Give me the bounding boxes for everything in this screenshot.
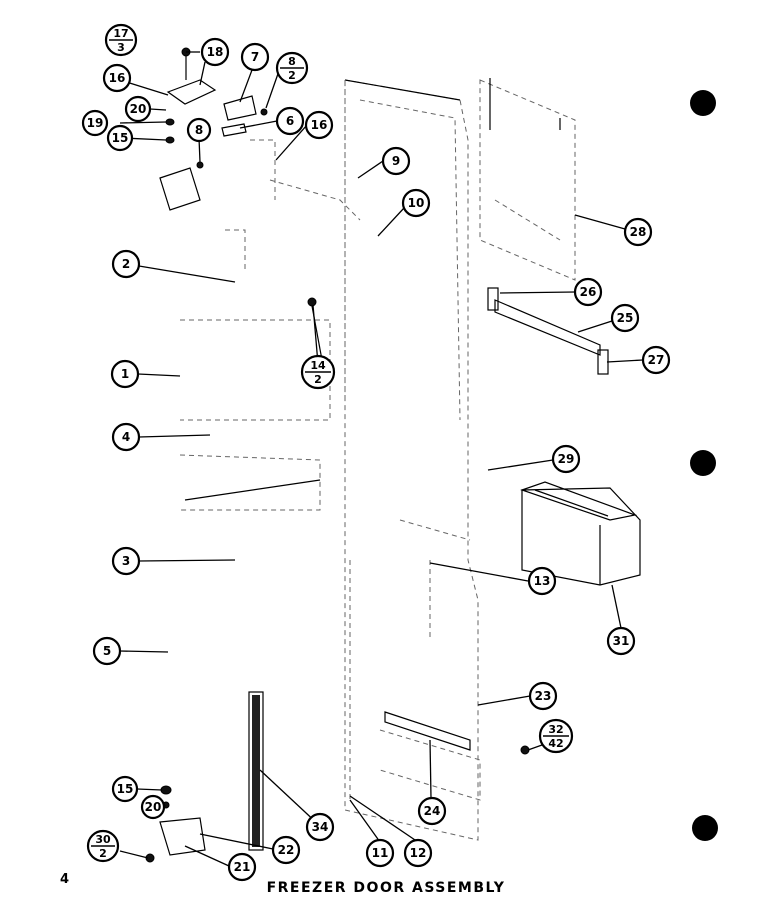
- svg-text:7: 7: [251, 50, 259, 64]
- callout-26: 26: [573, 277, 603, 307]
- top-hinge: [159, 47, 268, 211]
- svg-text:17: 17: [113, 27, 128, 40]
- callout-29: 29: [551, 444, 581, 474]
- svg-text:34: 34: [312, 820, 329, 834]
- svg-text:16: 16: [109, 71, 126, 85]
- svg-text:30: 30: [95, 833, 111, 846]
- svg-text:2: 2: [122, 257, 130, 271]
- svg-text:20: 20: [130, 102, 147, 116]
- svg-text:24: 24: [424, 804, 441, 818]
- callout-18: 18: [200, 37, 230, 67]
- callout-10: 10: [401, 188, 431, 218]
- fraction-callout-17-3: 17 3: [104, 23, 138, 57]
- fraction-callout-8-2: 8 2: [275, 51, 309, 85]
- svg-text:3: 3: [117, 41, 125, 54]
- callout-16-right: 16: [304, 110, 334, 140]
- shelf-bar: [487, 287, 609, 375]
- svg-text:2: 2: [314, 373, 322, 386]
- callout-2: 2: [111, 249, 141, 279]
- svg-text:11: 11: [372, 846, 389, 860]
- svg-text:18: 18: [207, 45, 224, 59]
- fraction-callout-32-42: 32 42: [538, 718, 574, 754]
- svg-text:25: 25: [617, 311, 634, 325]
- callout-25: 25: [610, 303, 640, 333]
- lower-panel: [379, 711, 481, 801]
- fraction-callout-30-2: 30 2: [86, 829, 120, 863]
- callout-31: 31: [606, 626, 636, 656]
- punch-hole-bottom: [692, 815, 718, 841]
- svg-text:28: 28: [630, 225, 647, 239]
- svg-text:32: 32: [548, 723, 563, 736]
- callout-13: 13: [527, 566, 557, 596]
- callout-11: 11: [365, 838, 395, 868]
- gasket-strip: [248, 691, 264, 851]
- callout-15-bottom: 15: [111, 775, 139, 803]
- leader-lines: [119, 51, 644, 867]
- svg-text:15: 15: [112, 131, 129, 145]
- callout-12: 12: [403, 838, 433, 868]
- svg-text:10: 10: [408, 196, 425, 210]
- svg-text:27: 27: [648, 353, 665, 367]
- svg-text:3: 3: [122, 554, 130, 568]
- svg-text:22: 22: [278, 843, 295, 857]
- svg-text:9: 9: [392, 154, 400, 168]
- bin: [520, 481, 641, 586]
- svg-text:23: 23: [535, 689, 552, 703]
- callout-21: 21: [227, 852, 257, 882]
- punch-hole-middle: [690, 450, 716, 476]
- callout-9: 9: [381, 146, 411, 176]
- bottom-hinge: [145, 297, 530, 863]
- left-panels: [179, 139, 361, 511]
- door-frame: [344, 79, 479, 841]
- callout-8: 8: [186, 117, 212, 143]
- svg-text:13: 13: [534, 574, 551, 588]
- svg-text:14: 14: [310, 359, 326, 372]
- callout-34: 34: [305, 812, 335, 842]
- svg-text:5: 5: [103, 644, 111, 658]
- callout-15-top: 15: [106, 124, 134, 152]
- diagram-title: FREEZER DOOR ASSEMBLY: [266, 880, 506, 896]
- callout-5: 5: [92, 636, 122, 666]
- svg-text:2: 2: [99, 847, 107, 860]
- svg-text:8: 8: [288, 55, 296, 68]
- svg-text:1: 1: [121, 367, 129, 381]
- svg-text:2: 2: [288, 69, 296, 82]
- fraction-callout-14-2: 14 2: [300, 354, 336, 390]
- callout-24: 24: [417, 796, 447, 826]
- svg-text:26: 26: [580, 285, 597, 299]
- callout-4: 4: [111, 422, 141, 452]
- callout-16-left: 16: [102, 63, 132, 93]
- svg-text:31: 31: [613, 634, 630, 648]
- callout-28: 28: [623, 217, 653, 247]
- svg-text:29: 29: [558, 452, 575, 466]
- punch-hole-top: [690, 90, 716, 116]
- svg-text:8: 8: [195, 123, 203, 137]
- svg-text:6: 6: [286, 114, 294, 128]
- callout-20-bottom: 20: [140, 794, 166, 820]
- callout-27: 27: [641, 345, 671, 375]
- callout-1: 1: [110, 359, 140, 389]
- svg-text:19: 19: [87, 116, 104, 130]
- callout-7: 7: [240, 42, 270, 72]
- svg-text:21: 21: [234, 860, 251, 874]
- callout-19: 19: [81, 109, 109, 137]
- callout-6: 6: [275, 106, 305, 136]
- svg-text:15: 15: [117, 782, 134, 796]
- callout-20-top: 20: [124, 95, 152, 123]
- page-number: 4: [60, 872, 70, 887]
- svg-text:12: 12: [410, 846, 427, 860]
- svg-text:16: 16: [311, 118, 328, 132]
- svg-text:4: 4: [122, 430, 130, 444]
- svg-text:42: 42: [548, 737, 563, 750]
- callout-22: 22: [271, 835, 301, 865]
- callout-3: 3: [111, 546, 141, 576]
- svg-text:20: 20: [145, 800, 162, 814]
- callout-23: 23: [528, 681, 558, 711]
- upper-panel: [479, 78, 576, 281]
